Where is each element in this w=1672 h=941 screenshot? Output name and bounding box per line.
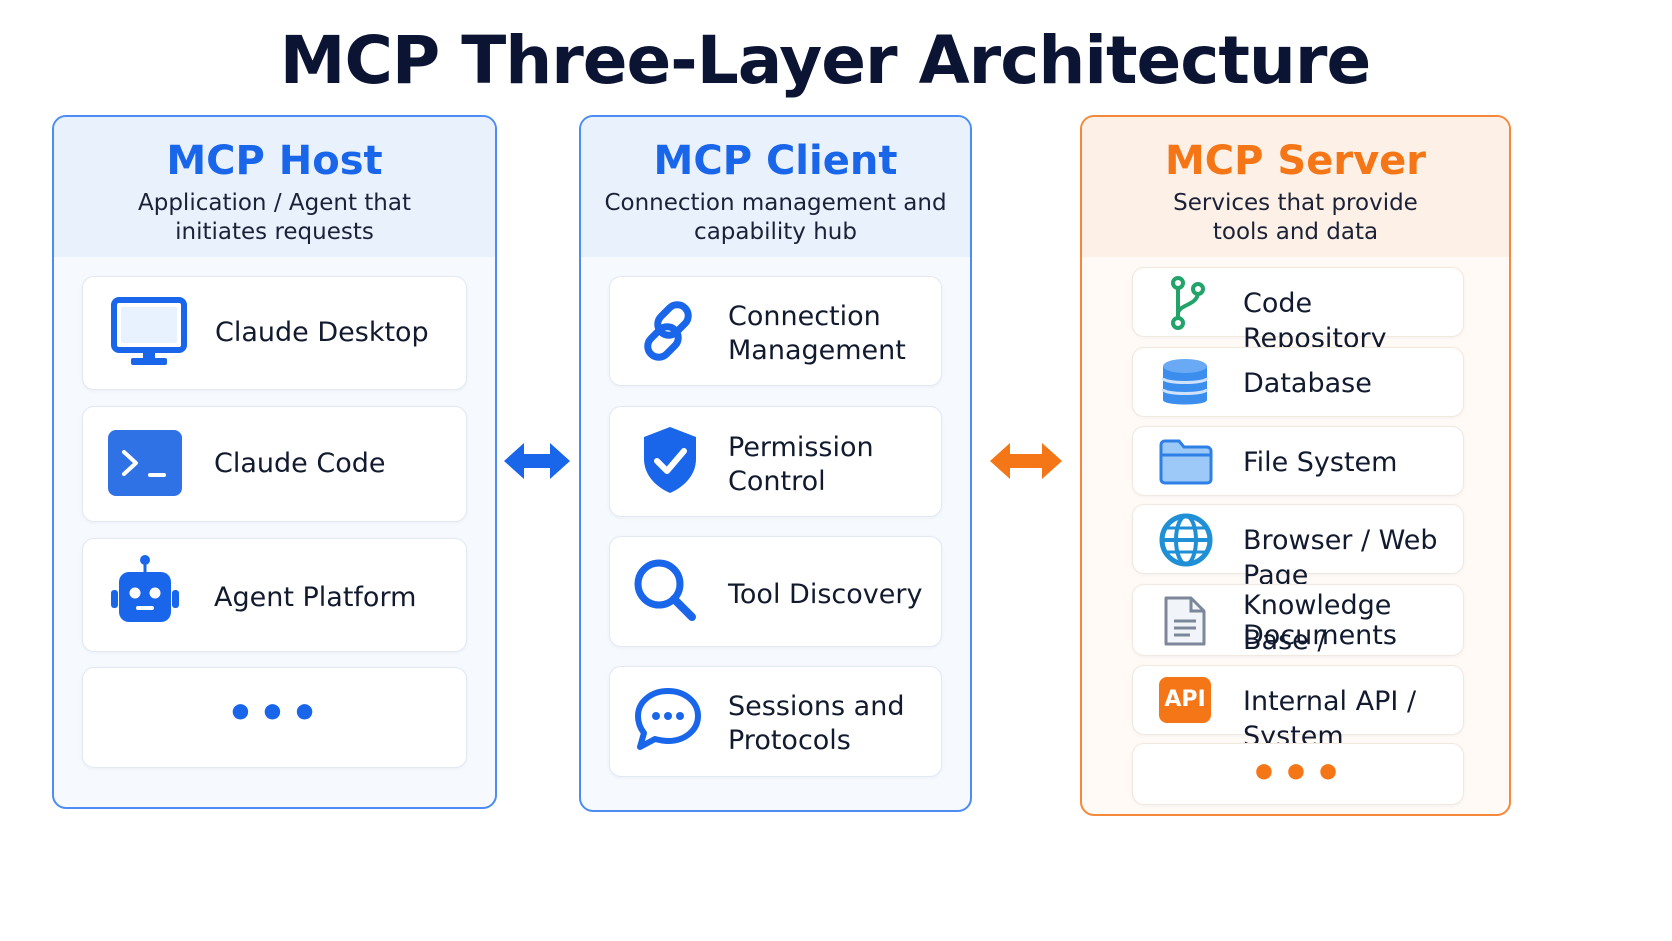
host-subtitle-line1: Application / Agent that — [138, 190, 411, 216]
client-card-sessions: Sessions and Protocols — [609, 666, 942, 777]
server-card-more: ••• — [1132, 743, 1464, 805]
server-title: MCP Server — [1165, 138, 1426, 184]
monitor-icon — [111, 297, 187, 365]
server-subtitle-line1: Services that provide — [1173, 190, 1418, 216]
server-item-label-line1: Knowledge Base / — [1243, 590, 1392, 656]
server-subtitle-line2: tools and data — [1212, 219, 1379, 245]
server-item-label: File System — [1243, 447, 1398, 478]
link-icon — [644, 301, 692, 361]
client-card-connection: Connection Management — [609, 276, 942, 386]
folder-icon — [1159, 439, 1213, 485]
chat-bubble-icon — [635, 688, 701, 750]
host-card-claude-code: Claude Code — [82, 406, 467, 522]
host-item-label: Claude Code — [214, 448, 386, 479]
host-header: MCP Host Application / Agent that initia… — [54, 117, 495, 257]
globe-icon — [1159, 513, 1213, 567]
robot-icon — [111, 555, 179, 622]
git-branch-icon — [1171, 276, 1205, 330]
client-panel: MCP Client Connection management and cap… — [579, 115, 972, 812]
server-card-file-system: File System — [1132, 426, 1464, 496]
host-title: MCP Host — [166, 138, 383, 184]
shield-check-icon — [644, 427, 696, 493]
server-item-label: Code Repository — [1243, 288, 1387, 354]
more-icon: ••• — [226, 688, 323, 739]
client-card-tool-discovery: Tool Discovery — [609, 536, 942, 647]
client-item-label-line2: Management — [728, 335, 906, 366]
client-item-label-line1: Permission — [728, 432, 874, 463]
client-item-label-line1: Tool Discovery — [728, 579, 923, 610]
client-subtitle-line2: capability hub — [694, 219, 857, 245]
client-item-label-line2: Control — [728, 466, 826, 497]
host-card-claude-desktop: Claude Desktop — [82, 276, 467, 390]
server-panel: MCP Server Services that provide tools a… — [1080, 115, 1511, 816]
diagram-title: MCP Three-Layer Architecture — [279, 22, 1371, 99]
client-header: MCP Client Connection management and cap… — [581, 117, 970, 257]
api-icon: API — [1159, 677, 1211, 723]
database-icon — [1161, 359, 1209, 405]
server-item-label: Database — [1243, 368, 1372, 399]
host-item-label: Agent Platform — [214, 582, 417, 613]
host-subtitle-line2: initiates requests — [175, 219, 374, 245]
client-item-label-line1: Connection — [728, 301, 881, 332]
host-card-agent-platform: Agent Platform — [82, 538, 467, 652]
double-arrow-orange-icon — [990, 443, 1062, 479]
server-item-label-line2: Documents — [1243, 620, 1397, 651]
double-arrow-blue-icon — [504, 443, 570, 479]
server-card-browser: Browser / Web Page — [1132, 504, 1464, 591]
server-card-database: Database — [1132, 347, 1464, 417]
client-subtitle-line1: Connection management and — [604, 190, 947, 216]
client-card-permission: Permission Control — [609, 406, 942, 517]
client-item-label-line1: Sessions and — [728, 691, 905, 722]
server-card-code-repository: Code Repository — [1132, 267, 1464, 354]
host-panel: MCP Host Application / Agent that initia… — [52, 115, 497, 809]
server-card-knowledge-base: Knowledge Base / Documents — [1132, 584, 1464, 656]
server-item-label: Browser / Web Page — [1243, 525, 1438, 591]
server-card-internal-api: API Internal API / System — [1132, 665, 1464, 752]
terminal-icon — [108, 430, 182, 496]
host-card-more: ••• — [82, 667, 467, 768]
client-title: MCP Client — [653, 138, 898, 184]
client-item-label-line2: Protocols — [728, 725, 851, 756]
host-item-label: Claude Desktop — [215, 317, 429, 348]
more-icon: ••• — [1249, 748, 1347, 799]
magnifier-icon — [634, 559, 696, 621]
document-icon — [1164, 596, 1206, 646]
server-header: MCP Server Services that provide tools a… — [1082, 117, 1509, 257]
